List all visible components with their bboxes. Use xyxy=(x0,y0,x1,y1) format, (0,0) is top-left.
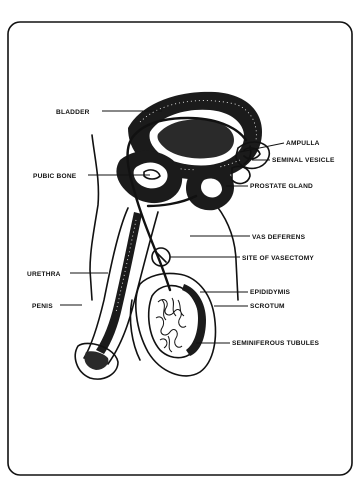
label-penis: PENIS xyxy=(32,303,53,310)
label-seminal-vesicle: SEMINAL VESICLE xyxy=(272,157,335,164)
label-scrotum: SCROTUM xyxy=(250,303,285,310)
label-pubic-bone: PUBIC BONE xyxy=(33,173,77,180)
label-bladder: BLADDER xyxy=(56,109,90,116)
label-site-of-vasectomy: SITE OF VASECTOMY xyxy=(242,255,314,262)
label-ampulla: AMPULLA xyxy=(286,140,320,147)
label-seminiferous-tubules: SEMINIFEROUS TUBULES xyxy=(232,340,320,347)
label-epididymis: EPIDIDYMIS xyxy=(250,289,291,296)
label-prostate-gland: PROSTATE GLAND xyxy=(250,183,313,190)
label-urethra: URETHRA xyxy=(27,271,61,278)
label-vas-deferens: VAS DEFERENS xyxy=(252,234,306,241)
